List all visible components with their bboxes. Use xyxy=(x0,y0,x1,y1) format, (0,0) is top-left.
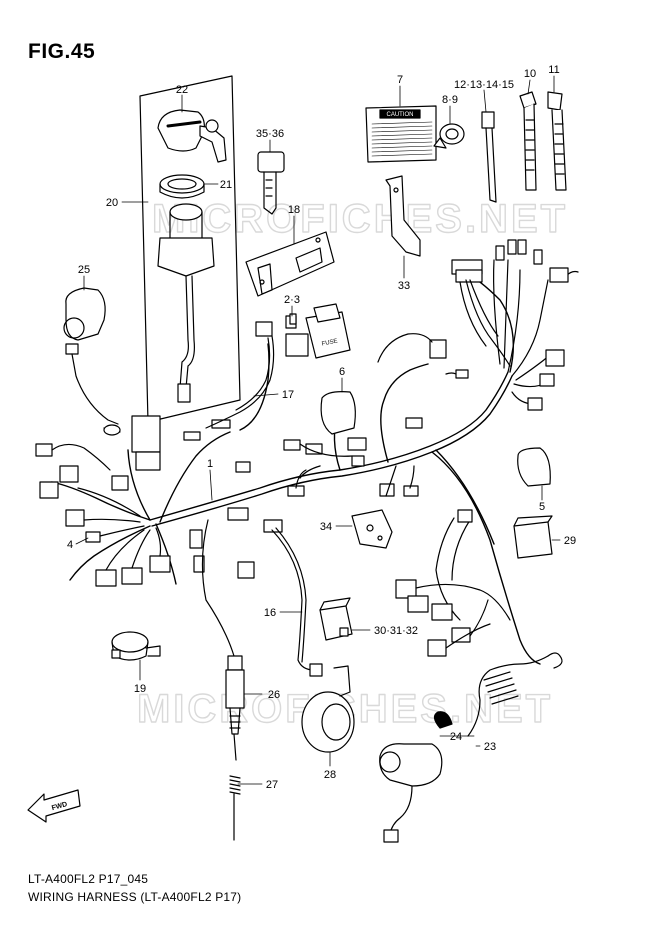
caution-label xyxy=(365,105,437,163)
bracket-plate xyxy=(245,231,335,297)
lower-right-connectors xyxy=(395,509,511,657)
callout-29: 29 xyxy=(564,535,576,547)
callout-23: 23 xyxy=(484,741,496,753)
cable-tie-12 xyxy=(481,111,497,203)
callout-7: 7 xyxy=(397,74,403,86)
callout-12-15: 12·13·14·15 xyxy=(454,79,514,91)
figure-title: FIG.45 xyxy=(28,40,96,63)
bracket-33 xyxy=(385,175,421,257)
drawing-code: LT-A400FL2 P17_045 xyxy=(28,872,149,886)
callout-11: 11 xyxy=(548,64,559,76)
caution-text: CAUTION xyxy=(387,112,414,118)
ignition-switch-body xyxy=(157,203,215,403)
ignition-switch-outline xyxy=(139,75,241,423)
callout-30-32: 30·31·32 xyxy=(374,625,418,637)
callout-17: 17 xyxy=(282,389,294,401)
callout-10: 10 xyxy=(524,68,536,80)
callout-25: 25 xyxy=(78,264,90,276)
callout-labels: 22 20 21 35·36 18 7 8·9 12·13·14·15 10 1… xyxy=(67,64,576,791)
callout-26: 26 xyxy=(268,689,280,701)
relay-29 xyxy=(513,515,553,559)
bracket-34 xyxy=(351,509,393,549)
callout-34: 34 xyxy=(320,521,332,533)
harness-branch-top-right xyxy=(451,239,579,411)
callout-8-9: 8·9 xyxy=(442,94,458,106)
callout-19: 19 xyxy=(134,683,146,695)
callout-2-3: 2·3 xyxy=(284,294,300,306)
callout-18: 18 xyxy=(288,204,300,216)
svg-text:MICROFICHES.NET: MICROFICHES.NET xyxy=(152,197,568,241)
spring-27 xyxy=(229,775,241,841)
callout-35-36: 35·36 xyxy=(256,128,284,140)
callout-33: 33 xyxy=(398,280,410,292)
fuse-box xyxy=(285,303,351,359)
figure-caption: WIRING HARNESS (LT-A400FL2 P17) xyxy=(28,890,242,904)
band-10 xyxy=(519,91,537,191)
cover-5 xyxy=(517,447,551,487)
callout-1: 1 xyxy=(207,458,213,470)
callout-5: 5 xyxy=(539,501,545,513)
callout-22: 22 xyxy=(176,84,188,96)
kill-switch-23 xyxy=(379,652,563,843)
ignition-key xyxy=(157,109,227,163)
clamp xyxy=(433,123,465,149)
main-harness xyxy=(51,269,541,665)
left-connectors xyxy=(35,415,171,587)
fwd-label: FWD xyxy=(51,801,68,812)
callout-6: 6 xyxy=(339,366,345,378)
sub-harness-16 xyxy=(271,527,323,677)
relay-30 xyxy=(319,597,353,641)
callout-20: 20 xyxy=(106,197,118,209)
leader-lines xyxy=(75,75,561,785)
sensor-lead-26 xyxy=(201,519,245,761)
callout-24: 24 xyxy=(450,731,462,743)
forward-arrow-icon xyxy=(27,789,81,823)
fuse-text: FUSE xyxy=(321,338,338,347)
sub-harness-17 xyxy=(205,335,275,429)
handlebar-switch xyxy=(63,287,119,425)
callout-28: 28 xyxy=(324,769,336,781)
callout-21: 21 xyxy=(220,179,232,191)
horn-28 xyxy=(301,665,355,753)
band-11 xyxy=(547,91,567,191)
switch-nut xyxy=(159,174,205,199)
callout-4: 4 xyxy=(67,539,73,551)
callout-16: 16 xyxy=(264,607,276,619)
watermark-top: MICROFICHES.NET xyxy=(151,196,568,241)
spare-key xyxy=(257,151,285,215)
sensor-19 xyxy=(111,631,161,661)
callout-27: 27 xyxy=(266,779,278,791)
cover-6 xyxy=(320,391,356,435)
